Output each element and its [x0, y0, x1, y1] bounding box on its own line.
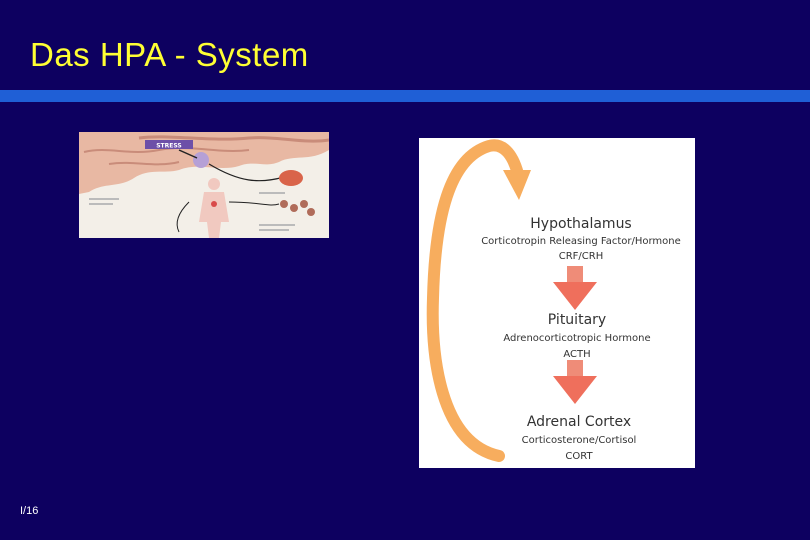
stress-label: STRESS — [156, 143, 182, 150]
pituitary-abbrev: ACTH — [563, 349, 590, 360]
down-arrow-2 — [553, 376, 597, 404]
hpa-axis-diagram: Hypothalamus Corticotropin Releasing Fac… — [419, 138, 695, 468]
brain-stress-illustration: STRESS — [79, 132, 329, 238]
pituitary-hormone: Adrenocorticotropic Hormone — [503, 333, 650, 344]
pituitary-label: Pituitary — [548, 312, 606, 328]
hypothalamus-abbrev: CRF/CRH — [559, 251, 604, 262]
feedback-arrowhead — [503, 170, 531, 200]
hypothalamus-hormone: Corticotropin Releasing Factor/Hormone — [481, 236, 681, 247]
feedback-arrow — [426, 139, 525, 462]
slide-number: I/16 — [20, 505, 39, 517]
adrenal-label: Adrenal Cortex — [527, 414, 631, 430]
down-arrow-1 — [553, 282, 597, 310]
title-divider — [0, 90, 810, 102]
hypothalamus-label: Hypothalamus — [530, 216, 631, 232]
slide-title: Das HPA - System — [30, 36, 309, 73]
adrenal-hormone: Corticosterone/Cortisol — [522, 435, 637, 446]
adrenal-abbrev: CORT — [565, 451, 593, 462]
